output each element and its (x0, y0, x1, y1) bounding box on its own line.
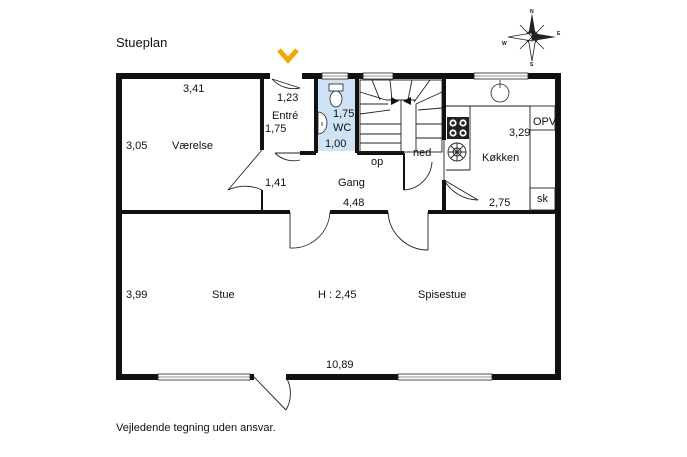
opv-label: OPV (533, 116, 557, 128)
ceiling-height: H : 2,45 (318, 289, 357, 301)
wc-name: WC (333, 122, 351, 134)
stair-direction-icon (391, 97, 411, 105)
total-width: 10,89 (326, 359, 354, 371)
disclaimer: Vejledende tegning uden ansvar. (116, 422, 276, 434)
compass-n: N (530, 9, 534, 15)
gang-name: Gang (338, 177, 365, 189)
thin-walls (261, 153, 405, 212)
entre-depth: 1,75 (265, 123, 286, 135)
toilet-icon (328, 83, 344, 108)
compass-e: E (557, 31, 561, 37)
vaerelse-name: Værelse (172, 140, 213, 152)
kitchen-counter (445, 105, 556, 212)
stair-down-label: ned (413, 147, 431, 159)
stair-up-label: op (371, 156, 383, 168)
koekken-name: Køkken (482, 152, 519, 164)
plan-title: Stueplan (116, 35, 167, 50)
entrance-arrow-icon (277, 48, 299, 64)
koekken-depth: 3,29 (509, 127, 530, 139)
stue-depth: 3,99 (126, 289, 147, 301)
interior-walls (122, 79, 558, 214)
wc-depth: 1,75 (333, 108, 354, 120)
gang-width: 4,48 (343, 197, 364, 209)
spisestue-name: Spisestue (418, 289, 466, 301)
stove-icon (447, 117, 469, 139)
wc-width: 1,00 (325, 138, 346, 150)
windows (157, 72, 529, 381)
entre-name: Entré (272, 110, 298, 122)
door-gaps (254, 72, 302, 381)
compass-icon: N S E W (502, 9, 561, 68)
vaerelse-depth: 3,05 (126, 140, 147, 152)
room-labels: 3,41 3,05 Værelse 1,23 Entré 1,75 1,75 W… (126, 83, 557, 371)
gang-depth: 1,41 (265, 177, 286, 189)
kitchen-sink-icon (490, 80, 510, 103)
stue-name: Stue (212, 289, 235, 301)
koekken-width: 2,75 (489, 197, 510, 209)
sk-label: sk (537, 193, 549, 205)
staircase (359, 79, 443, 153)
wc-sink-icon (317, 111, 328, 135)
oven-icon (447, 142, 467, 162)
compass-s: S (530, 62, 534, 68)
entre-width: 1,23 (277, 92, 298, 104)
door-swings (227, 78, 479, 411)
compass-w: W (502, 41, 507, 47)
vaerelse-width: 3,41 (183, 83, 204, 95)
